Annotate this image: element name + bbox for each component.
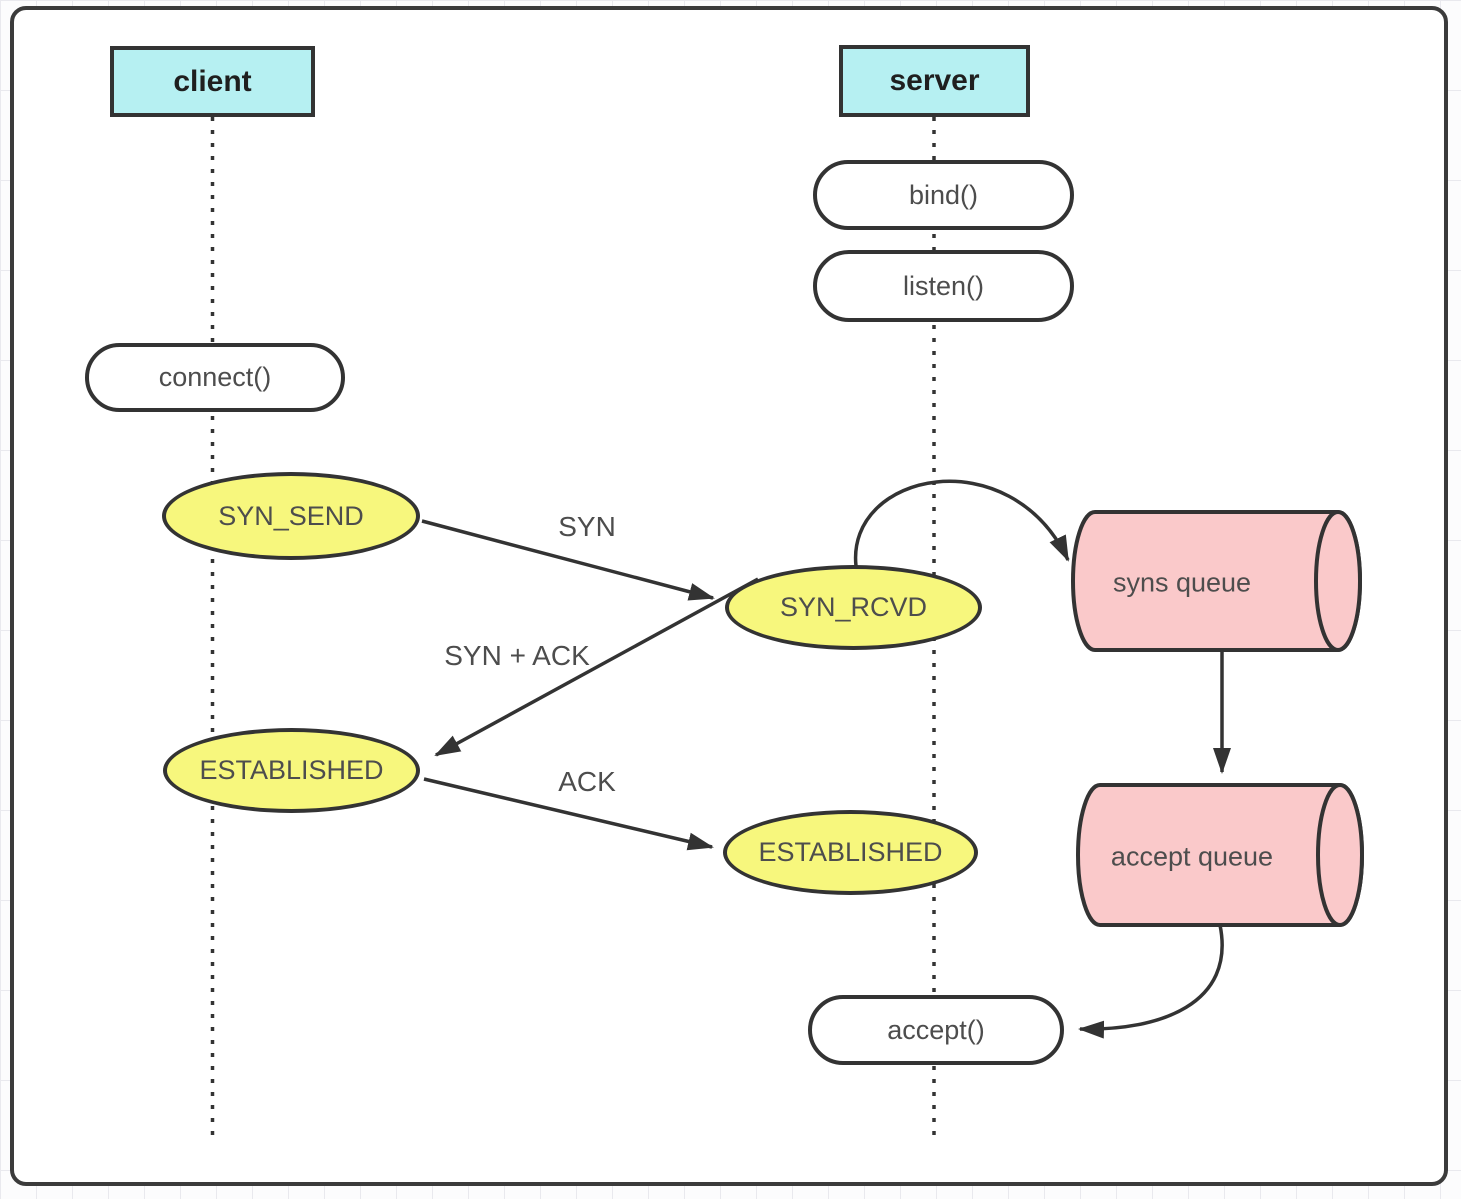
accept-call-label: accept() [887, 1014, 985, 1045]
syn-rcvd-state-node: SYN_RCVD [725, 565, 982, 650]
established-client-state-label: ESTABLISHED [199, 755, 384, 785]
listen-call-label: listen() [902, 270, 984, 301]
syns-queue-label: syns queue [1112, 567, 1252, 598]
accept-call-node: accept() [808, 995, 1064, 1065]
client-actor-label: client [173, 64, 252, 98]
accept-queue-label: accept queue [1110, 841, 1274, 872]
syn-send-state-label: SYN_SEND [218, 500, 364, 531]
bind-call-label: bind() [908, 179, 979, 210]
listen-call-node: listen() [813, 250, 1074, 322]
connect-call-node: connect() [85, 343, 345, 412]
syn-message-label: SYN [558, 511, 616, 542]
syns-queue-cylinder [1071, 510, 1362, 652]
accept-queue-to-accept-arrow [1078, 924, 1224, 1039]
established-server-state-node: ESTABLISHED [723, 810, 978, 895]
syn-ack-arrow [434, 577, 759, 757]
syn-arrow [421, 519, 715, 601]
client-actor-box: client [110, 46, 315, 117]
connect-call-label: connect() [158, 362, 272, 392]
established-server-state-label: ESTABLISHED [758, 837, 943, 867]
syn-rcvd-state-label: SYN_RCVD [779, 592, 928, 622]
bind-call-node: bind() [813, 160, 1074, 230]
ack-arrow [423, 777, 714, 851]
established-client-state-node: ESTABLISHED [163, 728, 420, 813]
syn-rcvd-to-syns-queue-arrow [854, 479, 1070, 567]
ack-message-label: ACK [558, 766, 616, 797]
server-actor-label: server [889, 64, 980, 97]
syn-send-state-node: SYN_SEND [162, 472, 420, 560]
accept-queue-cylinder [1076, 783, 1364, 927]
syn-ack-message-label: SYN + ACK [444, 640, 590, 671]
server-actor-box: server [839, 45, 1030, 117]
